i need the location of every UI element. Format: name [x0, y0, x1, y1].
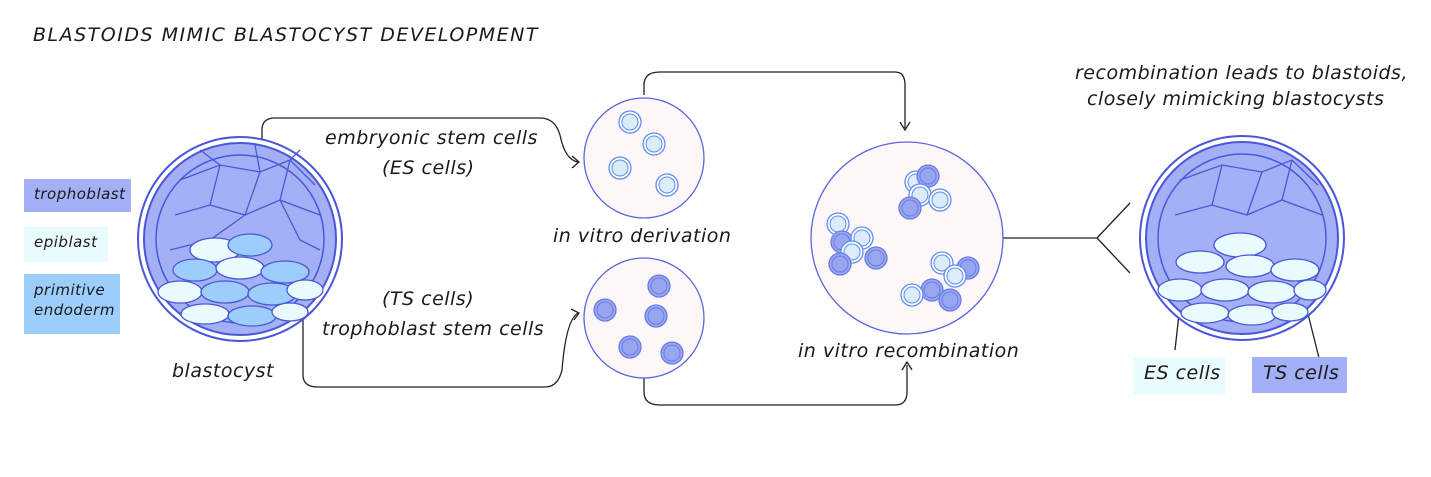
label-blastoid-ts: TS cells — [1263, 362, 1340, 384]
arrow-ts-path — [302, 312, 579, 388]
legend-primitive-endoderm-label: primitive endoderm — [34, 281, 115, 319]
legend-trophoblast: trophoblast — [24, 179, 131, 212]
arrow-bottom-head — [901, 360, 913, 371]
es-cell — [618, 110, 642, 134]
legend-primitive-endoderm: primitive endoderm — [24, 274, 120, 334]
recombined-cell — [920, 278, 944, 302]
label-es-cells-long: embryonic stem cells — [325, 127, 538, 149]
label-result-line1: recombination leads to blastoids, — [1075, 62, 1408, 84]
label-ts-cells-long: trophoblast stem cells — [322, 318, 545, 340]
label-blastocyst: blastocyst — [172, 360, 274, 382]
ts-cell — [618, 335, 642, 359]
es-cell — [642, 132, 666, 156]
recombined-cell — [900, 283, 924, 307]
es-cell — [655, 173, 679, 197]
ts-cell — [660, 341, 684, 365]
recombined-cell — [938, 288, 962, 312]
diagram-title: BLASTOIDS MIMIC BLASTOCYST DEVELOPMENT — [33, 24, 539, 46]
arrow-top-path — [643, 71, 906, 128]
arrow-es-path — [261, 117, 579, 265]
blastoid-ts-label-bg — [1252, 357, 1347, 393]
arrow-top-head — [899, 121, 911, 132]
recombined-cell — [898, 196, 922, 220]
label-es-cells-short: (ES cells) — [382, 157, 475, 179]
es-cell — [608, 156, 632, 180]
recombined-cell — [928, 188, 952, 212]
ts-cell — [593, 298, 617, 322]
label-in-vitro-recombination: in vitro recombination — [798, 340, 1020, 362]
recombined-cell — [943, 264, 967, 288]
label-in-vitro-derivation: in vitro derivation — [553, 225, 732, 247]
label-blastoid-es: ES cells — [1144, 362, 1221, 384]
arrow-bottom-path — [643, 365, 908, 406]
arrow-ts-head — [570, 308, 580, 321]
label-result-line2: closely mimicking blastocysts — [1087, 88, 1385, 110]
recombined-cell — [828, 252, 852, 276]
recombined-cell — [840, 240, 864, 264]
label-ts-cells-short: (TS cells) — [382, 288, 475, 310]
ts-cell — [644, 304, 668, 328]
fork-line — [1003, 202, 1131, 274]
arrow-es-head — [571, 155, 580, 169]
blastoid — [1139, 135, 1345, 341]
blastoid-es-label-bg — [1133, 357, 1225, 395]
blastocyst — [137, 136, 343, 342]
dish-es-cells — [583, 97, 705, 219]
recombined-cell — [826, 212, 850, 236]
recombined-cell — [864, 246, 888, 270]
connectors — [261, 71, 1321, 406]
ts-cell — [647, 274, 671, 298]
legend-epiblast: epiblast — [24, 227, 108, 262]
recombined-cell — [916, 164, 940, 188]
